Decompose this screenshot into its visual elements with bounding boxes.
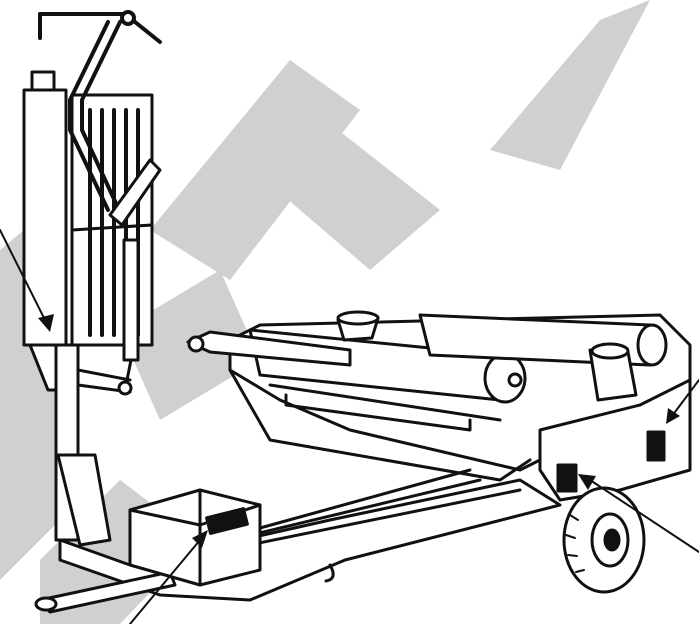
tow-hitch	[34, 570, 177, 614]
watermark-stroke-6	[490, 0, 650, 170]
callout-2	[129, 530, 208, 624]
wheel	[562, 486, 646, 594]
callouts	[0, 229, 699, 624]
pivot-arm	[38, 10, 162, 214]
control-panel-label	[205, 507, 249, 535]
handle-knob	[120, 10, 136, 26]
tower-cap	[30, 70, 56, 92]
hydraulic-cylinder	[186, 330, 352, 367]
callout-1	[0, 229, 54, 332]
watermark-stroke-4	[230, 100, 440, 270]
tower-rack	[22, 70, 154, 547]
callout-4	[666, 379, 699, 424]
chassis-hook	[324, 563, 335, 583]
gas-strut	[108, 158, 162, 396]
rollers	[248, 310, 668, 404]
tower-post	[22, 88, 68, 347]
side-label-2	[646, 430, 666, 462]
side-label-1	[556, 463, 578, 493]
callout-3	[578, 474, 699, 553]
side-housing	[538, 378, 692, 502]
